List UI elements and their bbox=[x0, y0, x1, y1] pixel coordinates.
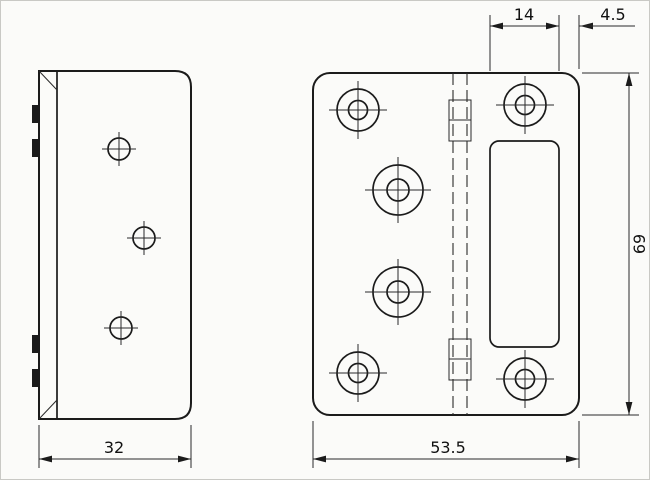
knuckle-tab-mark bbox=[32, 105, 39, 123]
corner-hole-bottom-left bbox=[329, 344, 387, 402]
knuckle-tab-mark bbox=[32, 335, 39, 353]
side-hole-bottom bbox=[104, 311, 138, 345]
corner-hole-bottom-right bbox=[496, 350, 554, 408]
dimension-slot-width: 14 bbox=[489, 5, 560, 71]
side-view bbox=[32, 70, 192, 420]
side-hole-top bbox=[102, 132, 136, 166]
dimension-value: 53.5 bbox=[430, 438, 466, 457]
hole-crosshair bbox=[127, 221, 161, 255]
dimension-front-width: 53.5 bbox=[312, 421, 580, 468]
hole-crosshair bbox=[102, 132, 136, 166]
hole-crosshair bbox=[365, 157, 431, 223]
middle-hole-lower bbox=[365, 259, 431, 325]
front-view-outline bbox=[312, 72, 580, 416]
dimension-side-width: 32 bbox=[38, 425, 192, 468]
side-hole-middle bbox=[127, 221, 161, 255]
knuckle-tab-mark bbox=[32, 369, 39, 387]
hinge-knuckle-top bbox=[448, 99, 472, 142]
corner-hole-top-right bbox=[496, 76, 554, 134]
side-view-outline bbox=[38, 70, 192, 420]
hole-crosshair bbox=[329, 344, 387, 402]
hole-crosshair bbox=[104, 311, 138, 345]
dimensions: 14 4.5 69 53.5 32 bbox=[38, 5, 649, 468]
hole-crosshair bbox=[365, 259, 431, 325]
dimension-value: 32 bbox=[104, 438, 124, 457]
dimension-edge-gap: 4.5 bbox=[578, 5, 635, 69]
side-view-top-bend-line bbox=[38, 70, 58, 91]
dimension-value: 69 bbox=[630, 234, 649, 254]
dimension-value: 14 bbox=[514, 5, 534, 24]
dimension-value: 4.5 bbox=[600, 5, 625, 24]
hole-crosshair bbox=[496, 76, 554, 134]
dimension-height: 69 bbox=[582, 72, 649, 416]
knuckle-tab-mark bbox=[32, 139, 39, 157]
hinge-knuckle-bottom bbox=[448, 338, 472, 381]
front-view bbox=[312, 72, 580, 416]
hole-crosshair bbox=[329, 81, 387, 139]
corner-hole-top-left bbox=[329, 81, 387, 139]
side-view-bottom-bend-line bbox=[38, 399, 58, 420]
middle-hole-upper bbox=[365, 157, 431, 223]
hole-crosshair bbox=[496, 350, 554, 408]
slot-cutout bbox=[489, 140, 560, 348]
